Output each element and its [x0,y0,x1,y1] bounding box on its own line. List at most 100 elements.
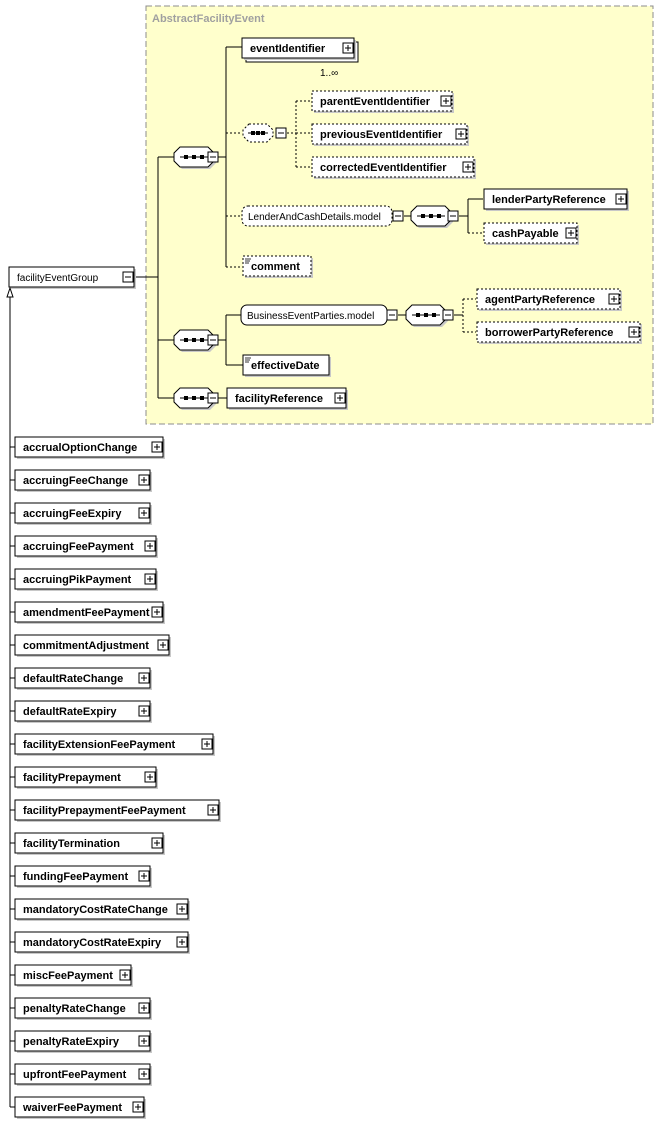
element-label: accruingFeePayment [23,541,134,553]
element-previous-event-identifier[interactable]: previousEventIdentifier [311,123,469,146]
element-label: amendmentFeePayment [23,607,150,619]
element-amendment-fee-payment[interactable]: amendmentFeePayment [14,601,165,624]
element-accruing-pik-payment[interactable]: accruingPikPayment [14,568,158,591]
collapse-icon[interactable] [207,392,219,404]
element-event-identifier[interactable]: eventIdentifier [241,37,359,63]
element-comment[interactable]: comment [242,255,313,278]
collapse-icon[interactable] [442,309,454,321]
element-parent-event-identifier[interactable]: parentEventIdentifier [311,90,454,113]
collapse-icon[interactable] [275,127,287,139]
expand-icon[interactable] [176,936,188,948]
collapse-icon[interactable] [122,271,134,283]
element-misc-fee-payment[interactable]: miscFeePayment [14,964,133,987]
expand-icon[interactable] [334,392,346,404]
sequence-compositor[interactable] [405,304,448,327]
expand-icon[interactable] [138,474,150,486]
element-penalty-rate-expiry[interactable]: penaltyRateExpiry [14,1030,152,1053]
expand-icon[interactable] [132,1101,144,1113]
sequence-compositor[interactable] [173,146,216,169]
expand-icon[interactable] [138,672,150,684]
expand-icon[interactable] [455,128,467,140]
element-label: facilityEventGroup [17,273,99,284]
expand-icon[interactable] [138,507,150,519]
element-label: miscFeePayment [23,970,113,982]
expand-icon[interactable] [207,804,219,816]
expand-icon[interactable] [144,771,156,783]
cardinality-label: 1..∞ [320,68,338,79]
element-waiver-fee-payment[interactable]: waiverFeePayment [14,1096,146,1119]
expand-icon[interactable] [138,1035,150,1047]
element-label: comment [251,261,300,273]
sequence-compositor[interactable] [173,329,216,352]
element-funding-fee-payment[interactable]: fundingFeePayment [14,865,152,888]
element-facility-event-group[interactable]: facilityEventGroup [8,266,136,289]
element-commitment-adjustment[interactable]: commitmentAdjustment [14,634,171,657]
collapse-icon[interactable] [207,334,219,346]
expand-icon[interactable] [151,441,163,453]
expand-icon[interactable] [342,42,354,54]
element-label: accruingFeeExpiry [23,508,122,520]
element-facility-extension-fee-payment[interactable]: facilityExtensionFeePayment [14,733,215,756]
element-accruing-fee-expiry[interactable]: accruingFeeExpiry [14,502,152,525]
element-label: facilityReference [235,393,323,405]
element-upfront-fee-payment[interactable]: upfrontFeePayment [14,1063,152,1086]
group-lender-and-cash-details-model[interactable]: LenderAndCashDetails.model [241,205,393,227]
expand-icon[interactable] [157,639,169,651]
expand-icon[interactable] [440,95,452,107]
element-lender-party-reference[interactable]: lenderPartyReference [483,188,629,211]
expand-icon[interactable] [615,193,627,205]
element-label: facilityPrepaymentFeePayment [23,805,186,817]
element-accrual-option-change[interactable]: accrualOptionChange [14,436,165,459]
expand-icon[interactable] [151,606,163,618]
expand-icon[interactable] [151,837,163,849]
expand-icon[interactable] [608,293,620,305]
element-borrower-party-reference[interactable]: borrowerPartyReference [476,321,642,344]
element-facility-prepayment-fee-payment[interactable]: facilityPrepaymentFeePayment [14,799,221,822]
element-penalty-rate-change[interactable]: penaltyRateChange [14,997,152,1020]
simple-type-icon [245,357,251,363]
element-facility-reference[interactable]: facilityReference [226,387,348,410]
element-label: lenderPartyReference [492,194,606,206]
expand-icon[interactable] [462,161,474,173]
element-mandatory-cost-rate-change[interactable]: mandatoryCostRateChange [14,898,190,921]
element-corrected-event-identifier[interactable]: correctedEventIdentifier [311,156,476,179]
expand-icon[interactable] [138,870,150,882]
element-label: cashPayable [492,228,559,240]
sequence-compositor[interactable] [410,205,453,228]
expand-icon[interactable] [144,540,156,552]
expand-icon[interactable] [138,705,150,717]
group-label: LenderAndCashDetails.model [248,212,381,223]
group-box-label: AbstractFacilityEvent [152,13,265,25]
element-facility-prepayment[interactable]: facilityPrepayment [14,766,158,789]
element-cash-payable[interactable]: cashPayable [483,222,579,245]
expand-icon[interactable] [201,738,213,750]
element-label: facilityExtensionFeePayment [23,739,176,751]
element-mandatory-cost-rate-expiry[interactable]: mandatoryCostRateExpiry [14,931,190,954]
element-default-rate-change[interactable]: defaultRateChange [14,667,152,690]
element-accruing-fee-payment[interactable]: accruingFeePayment [14,535,158,558]
element-effective-date[interactable]: effectiveDate [242,354,331,377]
collapse-icon[interactable] [207,151,219,163]
expand-icon[interactable] [176,903,188,915]
expand-icon[interactable] [144,573,156,585]
element-accruing-fee-change[interactable]: accruingFeeChange [14,469,152,492]
expand-icon[interactable] [138,1068,150,1080]
collapse-icon[interactable] [447,210,459,222]
expand-icon[interactable] [565,227,577,239]
expand-icon[interactable] [628,326,640,338]
expand-icon[interactable] [138,1002,150,1014]
element-label: borrowerPartyReference [485,327,613,339]
sequence-compositor[interactable] [173,387,216,410]
element-label: correctedEventIdentifier [320,162,447,174]
element-label: waiverFeePayment [22,1102,122,1114]
element-facility-termination[interactable]: facilityTermination [14,832,165,855]
element-default-rate-expiry[interactable]: defaultRateExpiry [14,700,152,723]
expand-icon[interactable] [119,969,131,981]
collapse-icon[interactable] [392,210,404,222]
choice-compositor[interactable] [242,123,274,143]
element-agent-party-reference[interactable]: agentPartyReference [476,288,622,311]
group-business-event-parties-model[interactable]: BusinessEventParties.model [240,304,388,326]
element-label: accruingFeeChange [23,475,128,487]
collapse-icon[interactable] [386,309,398,321]
